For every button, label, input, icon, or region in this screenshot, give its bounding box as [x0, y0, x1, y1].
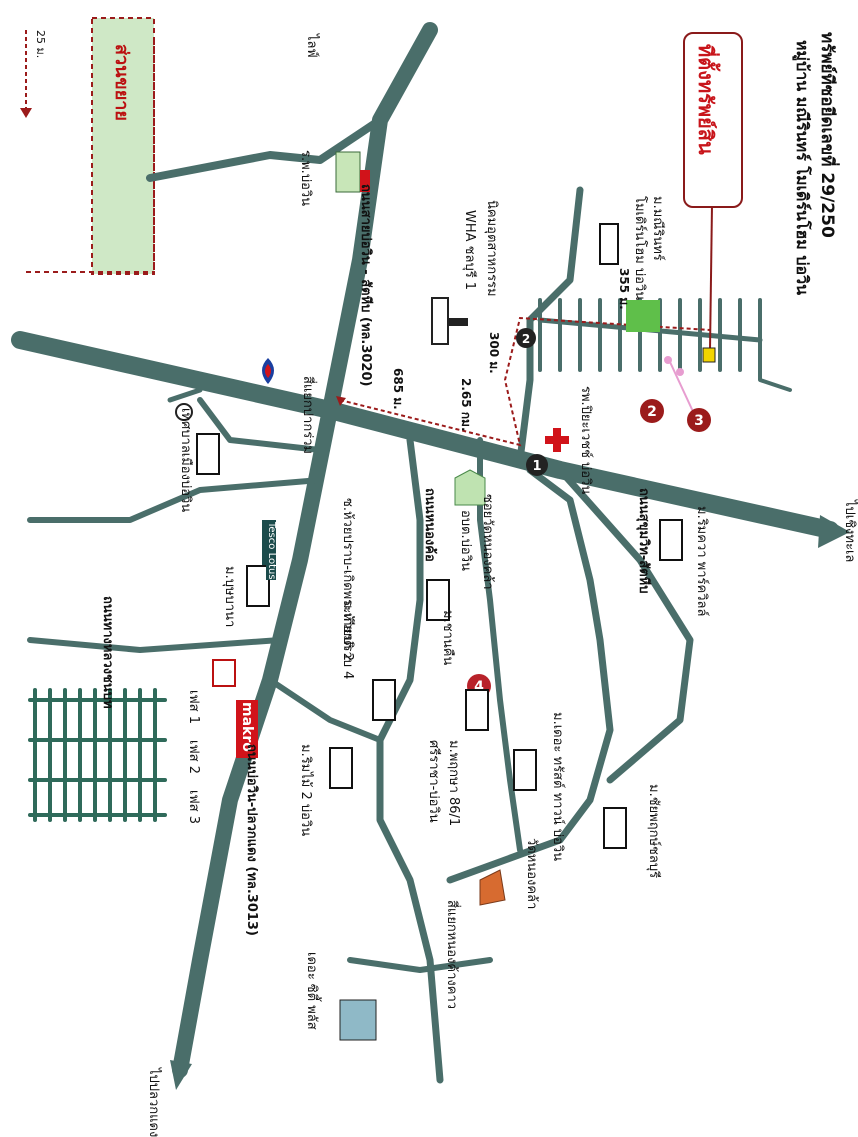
label-thanakarn: ม.บุษบานา — [222, 566, 237, 628]
house-icon-wat — [454, 469, 486, 506]
circle-roundabout-icon — [175, 403, 193, 421]
label-hwy-road: ถนนสายบ่อวิน - สัตหีบ (ทล.3020) — [358, 184, 373, 387]
label-road-bottom: ถนนทางหลวงชนบท — [100, 596, 115, 709]
property-badge — [683, 32, 743, 208]
arrow-25 — [20, 108, 32, 118]
label-chengtalay: ไปเชิงทะเล — [842, 500, 857, 563]
dashed-arrow-top — [336, 396, 346, 406]
label-rimkwa: ม.ริมควา พาร์ควิลล์ — [694, 506, 709, 617]
header-line-1: ทรัพย์ทีซอยีดเลขที่ 29/250 — [817, 32, 837, 238]
arrow-plaengyao — [170, 1060, 192, 1090]
hospital-building-icon — [335, 151, 370, 193]
land-parcel-border — [91, 17, 155, 275]
label-huaipradu4: ม.ห้วยปราบ 4 — [340, 600, 355, 680]
label-soi-wat: ซอยวัดหนองคล้า — [480, 494, 495, 590]
label-the-trust: ม.เดอะ ทรัสต์ ทาวน์ บ่อวิน — [550, 712, 565, 862]
badge-pointer — [709, 204, 713, 351]
property-marker — [702, 347, 716, 363]
label-wat-nong: วัดหนองคล้า — [524, 838, 539, 910]
land-parcel — [92, 18, 154, 274]
svg-text:3: 3 — [694, 413, 704, 429]
makro-logo-icon — [236, 700, 258, 758]
label-ortorkor: อบต.บ่อวิน — [458, 510, 473, 571]
label-lanai: ไลฟ์ — [304, 34, 319, 58]
pink-link — [669, 361, 697, 419]
label-phase3: เฟส 3 — [186, 790, 201, 824]
label-ptt-junction: สี่แยกปากร่วม — [300, 376, 315, 455]
label-rimtai: ม.ริมไม้ 2 บ่อวิน — [298, 744, 313, 837]
label-phase2: เฟส 2 — [186, 740, 201, 774]
ptt-icon — [262, 358, 274, 384]
label-pruksa: ม.พฤกษา 86/1 — [446, 740, 461, 827]
dashed-route — [339, 316, 711, 447]
temple-icon — [479, 869, 506, 906]
label-bowin-hospital: ร.พ.บ่อวิน — [298, 150, 313, 207]
building-icon-city — [339, 999, 377, 1041]
svg-text:1: 1 — [532, 459, 541, 474]
label-sukhumvit-road: ถนนสุขุมวิท-สัตหีบ — [636, 488, 651, 594]
label-phase1: เฟส 1 — [186, 690, 201, 724]
road-network — [11, 22, 839, 1084]
label-the-city: เดอะ ซิตี้ พลัส — [304, 952, 319, 1030]
label-wha: WHA ชลบุรี 1 — [462, 210, 477, 291]
hospital-cross-icon — [545, 428, 569, 452]
label-siracha-bowin: ศรีราชา-บ่อวิน — [426, 740, 441, 823]
label-dist-300: 300 ม. — [487, 332, 501, 374]
school-icon — [212, 659, 236, 687]
label-manee-village: ม.มณีรินทร์ — [650, 196, 665, 261]
header-line-2: หมู่บ้าน มณีรินทร์ โมเดิร์นโฮม บ่อวิน — [793, 40, 812, 296]
property-badge-text: ที่ตั้งทรัพย์สิน — [694, 44, 718, 155]
label-dist-355: 355 ม. — [617, 268, 631, 310]
village-house-icons — [196, 223, 683, 849]
label-to-plaengyao: ไปปลวกแดง — [146, 1068, 161, 1137]
industrial-icon — [431, 297, 468, 345]
label-bowin-municipality: เทศบาลเมืองบ่อวิน — [178, 408, 193, 513]
label-dist-265: 2.65 กม. — [459, 378, 473, 432]
marker-2-road: 2 — [516, 328, 536, 348]
label-road-middle: ถนนหนองค้อ — [422, 488, 437, 562]
label-manee-modern: โมเดิร์นโฮม บ่อวิน — [632, 196, 647, 301]
label-road-to-rayong: ถนนบ่อวิน-ปลวกแดง (ทล.3013) — [244, 744, 259, 936]
marker-1: 1 — [526, 454, 548, 476]
label-sanfuen: ม.ชานคืน — [440, 610, 455, 666]
label-land-for-sale: ส่วนขยาย — [111, 44, 132, 121]
label-tesco: Tesco Lotus — [266, 522, 277, 580]
svg-text:2: 2 — [522, 332, 530, 346]
label-junction-bottom: สี่แยกหนองค้างคาว — [444, 900, 459, 1010]
label-dist-685: 685 ม. — [391, 368, 405, 410]
label-piyavej: รพ.ปิยะเวชช์ บ่อวิน — [578, 386, 593, 495]
arrow-chengtalay — [818, 515, 850, 548]
pink-dot-2 — [676, 368, 684, 376]
label-mueang-chonburi: ม.ชัยพฤกษ์ชลบุรี — [646, 784, 661, 879]
label-industrial: นิคมอุตสาหกรรม — [484, 200, 499, 297]
marker-2: 2 — [640, 399, 664, 423]
svg-text:2: 2 — [647, 404, 657, 420]
svg-text:4: 4 — [474, 679, 484, 695]
marker-3: 3 — [687, 408, 711, 432]
green-park — [626, 300, 660, 332]
label-dist-25: 25 ม. — [34, 30, 47, 59]
